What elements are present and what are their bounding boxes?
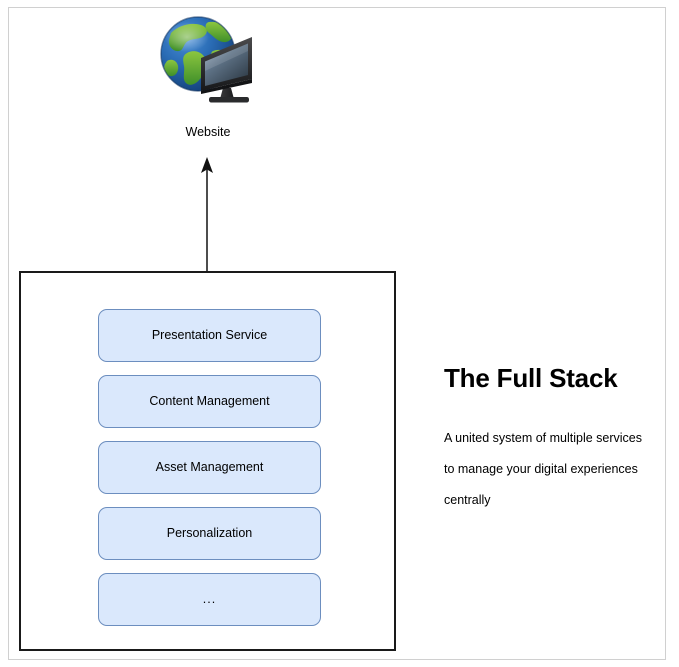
service-box-more[interactable]: ... [98, 573, 321, 626]
info-body-line: A united system of multiple services [444, 431, 642, 445]
info-body-line: centrally [444, 493, 491, 507]
info-body-line: to manage your digital experiences [444, 462, 638, 476]
website-node[interactable]: Website [157, 13, 259, 139]
stack-container: Presentation Service Content Management … [19, 271, 396, 651]
service-list: Presentation Service Content Management … [98, 309, 321, 626]
globe-monitor-icon [157, 13, 259, 108]
service-label: Content Management [149, 394, 270, 408]
service-label: Personalization [166, 526, 253, 540]
info-panel: The Full Stack A united system of multip… [444, 363, 659, 516]
arrow-up-icon [186, 152, 228, 277]
service-box-content-management[interactable]: Content Management [98, 375, 321, 428]
service-box-personalization[interactable]: Personalization [98, 507, 321, 560]
page-frame [8, 7, 666, 660]
service-label: Asset Management [155, 460, 264, 474]
service-label: ... [202, 592, 217, 606]
service-label: Presentation Service [151, 328, 268, 342]
info-body: A united system of multiple services to … [444, 423, 659, 516]
info-title: The Full Stack [444, 363, 618, 393]
service-box-presentation-service[interactable]: Presentation Service [98, 309, 321, 362]
website-label: Website [185, 125, 231, 139]
service-box-asset-management[interactable]: Asset Management [98, 441, 321, 494]
